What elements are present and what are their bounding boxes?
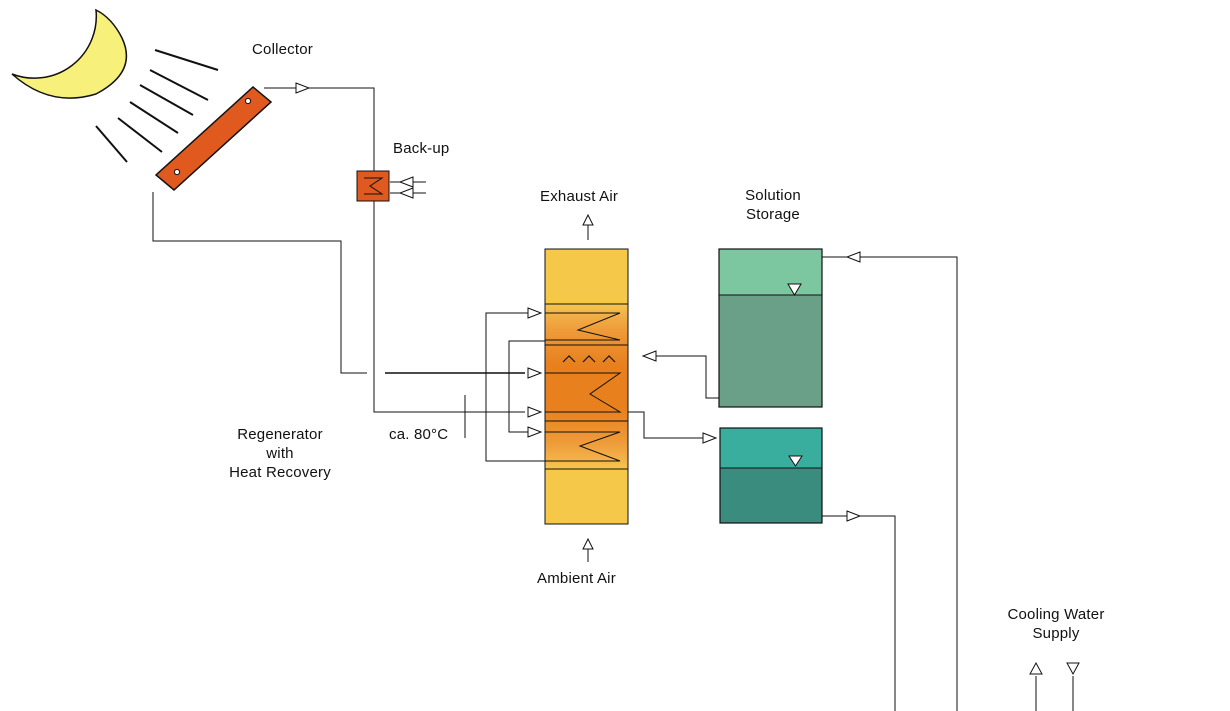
ambient-air-label: Ambient Air xyxy=(537,570,616,587)
flow-arrow-icon xyxy=(527,406,543,418)
sun-rays xyxy=(95,49,219,163)
flow-arrow-icon xyxy=(845,251,861,263)
temperature-label: ca. 80°C xyxy=(389,426,449,443)
regenerator-column xyxy=(544,248,629,525)
exhaust-air-label: Exhaust Air xyxy=(540,188,619,205)
flow-arrow-icon xyxy=(295,82,311,94)
solution-storage-tank xyxy=(718,248,823,408)
weak-solution-tank xyxy=(719,427,823,524)
cooling-water-out-arrow-icon xyxy=(1029,661,1043,675)
spray-nozzles xyxy=(562,355,616,363)
sun-icon xyxy=(11,8,219,163)
flow-arrow-icon xyxy=(846,510,862,522)
cooling-water-supply-label: Cooling Water Supply xyxy=(1007,606,1105,642)
backup-heater xyxy=(356,170,390,202)
flow-arrow-icon xyxy=(398,176,414,188)
flow-arrow-icon xyxy=(527,426,543,438)
ambient-arrow-icon xyxy=(582,537,594,550)
backup-label: Back-up xyxy=(393,140,450,157)
flow-arrow-icon xyxy=(527,367,543,379)
flow-arrow-icon xyxy=(641,350,657,362)
flow-arrow-icon xyxy=(702,432,718,444)
flow-arrow-icon xyxy=(398,187,414,199)
flow-arrows xyxy=(295,82,1080,676)
regenerator-label: Regenerator with Heat Recovery xyxy=(229,426,331,481)
cooling-water-in-arrow-icon xyxy=(1066,662,1080,676)
collector-panel xyxy=(154,86,273,191)
exhaust-arrow-icon xyxy=(582,213,594,226)
flow-arrow-icon xyxy=(527,307,543,319)
pipe-network xyxy=(152,87,1074,711)
solution-storage-label: Solution Storage xyxy=(745,187,801,223)
collector-label: Collector xyxy=(252,41,313,58)
